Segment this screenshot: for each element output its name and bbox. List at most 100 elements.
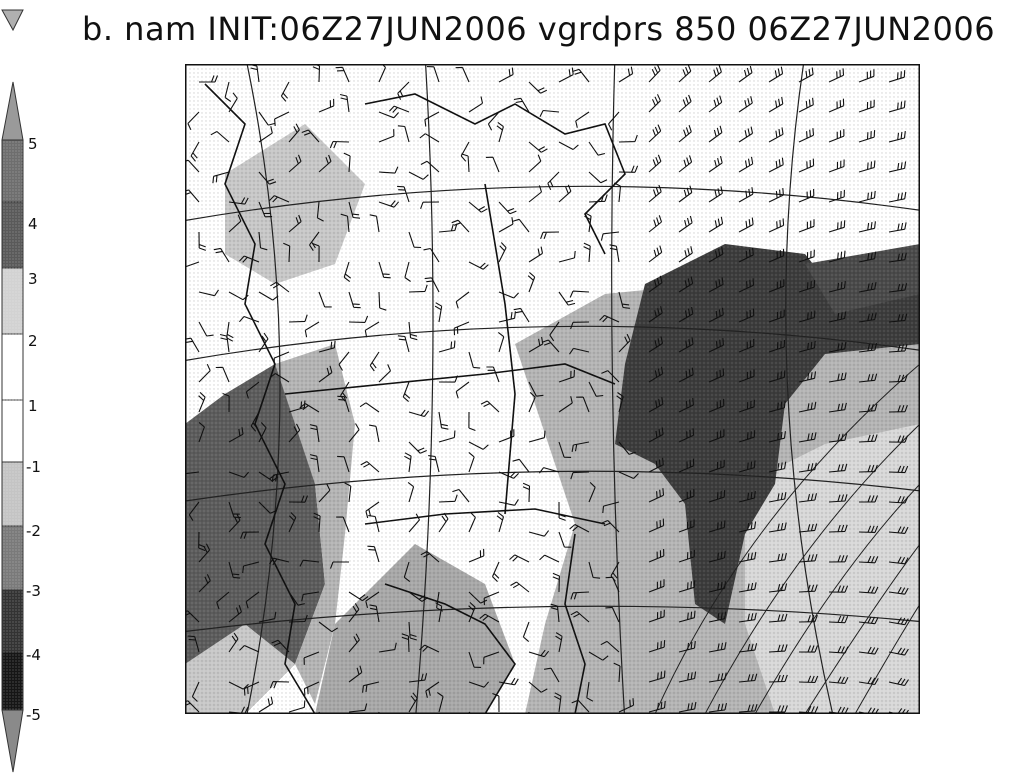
wind-barb	[258, 611, 277, 623]
wind-barb	[738, 582, 757, 593]
wind-barb	[213, 247, 230, 263]
wind-barb	[798, 523, 818, 533]
wind-barb	[888, 191, 907, 203]
wind-barb	[547, 171, 560, 191]
wind-barb	[312, 242, 320, 263]
wind-barb	[678, 185, 693, 203]
wind-barb	[768, 309, 785, 323]
wind-barb	[438, 375, 459, 383]
colorbar-lower-tip	[1, 709, 24, 773]
wind-barb	[588, 651, 609, 661]
wind-barb	[648, 64, 661, 83]
wind-barb	[798, 645, 819, 653]
wind-barb	[288, 154, 302, 173]
coastline	[564, 533, 586, 714]
wind-barb	[369, 604, 380, 623]
wind-barb	[571, 441, 590, 452]
wind-barb	[309, 424, 320, 443]
wind-barb	[428, 455, 440, 473]
contour-arc	[804, 543, 920, 714]
wind-barb	[539, 109, 560, 118]
wind-barb	[601, 370, 620, 383]
wind-barb	[510, 581, 530, 593]
wind-barb	[419, 133, 440, 143]
wind-barb	[708, 642, 727, 653]
wind-barb	[678, 94, 692, 113]
wind-barb	[185, 610, 200, 623]
wind-barb	[452, 488, 470, 503]
wind-barb	[828, 555, 848, 563]
wind-barb	[888, 556, 909, 565]
wind-barb	[486, 366, 500, 383]
wind-barb	[648, 457, 664, 473]
wind-barb	[404, 261, 411, 282]
wind-barb	[283, 242, 291, 263]
wind-barb	[301, 591, 320, 602]
wind-barb	[498, 471, 519, 479]
wind-barb	[378, 111, 400, 119]
wind-barb	[337, 395, 350, 413]
wind-barb	[258, 501, 277, 514]
border-line	[484, 183, 516, 515]
wind-barb	[678, 397, 694, 413]
wind-barb	[678, 125, 692, 143]
wind-barb	[483, 591, 500, 606]
wind-barb	[768, 492, 787, 503]
wind-barb	[318, 365, 333, 383]
wind-barb	[858, 586, 879, 594]
wind-barb	[438, 411, 449, 430]
wind-barb	[618, 291, 630, 309]
wind-barb	[348, 633, 360, 653]
wind-barb	[798, 158, 815, 173]
wind-barb	[608, 111, 620, 131]
wind-barb	[513, 97, 530, 113]
wind-barb	[888, 313, 908, 323]
wind-barb	[304, 321, 320, 338]
wind-barb	[369, 424, 380, 443]
wind-barb	[403, 561, 411, 583]
wind-barb	[368, 515, 380, 533]
wind-barb	[576, 396, 590, 413]
wind-barb	[288, 214, 302, 233]
wind-barb	[678, 367, 694, 383]
wind-barb	[828, 189, 845, 203]
wind-barb	[423, 247, 440, 263]
wind-barb	[618, 441, 636, 455]
wind-barb	[498, 217, 514, 233]
wind-barb	[798, 493, 818, 503]
wind-barb	[468, 261, 489, 270]
wind-barb	[798, 401, 817, 413]
wind-barb	[828, 250, 846, 263]
wind-barb	[228, 471, 250, 478]
wind-barb	[224, 81, 232, 102]
wind-barb	[338, 351, 350, 371]
wind-barb	[550, 603, 560, 623]
wind-barb	[570, 611, 590, 623]
wind-barb	[426, 66, 440, 83]
wind-barb	[600, 231, 620, 241]
wind-barb	[558, 369, 575, 383]
wind-barb	[555, 632, 563, 653]
border-line	[364, 508, 606, 525]
wind-barb	[858, 282, 877, 293]
wind-barb	[408, 673, 428, 683]
wind-barb	[436, 591, 443, 612]
wind-barb	[558, 396, 573, 413]
wind-barb	[738, 643, 758, 653]
wind-barb	[483, 651, 500, 665]
wind-barb	[239, 644, 260, 653]
wind-barb	[269, 195, 290, 203]
wind-barb	[678, 549, 695, 563]
wind-barb	[453, 321, 470, 336]
wind-barb	[198, 543, 211, 563]
wind-barb	[228, 605, 242, 623]
wind-barb	[859, 495, 879, 503]
wind-barb	[609, 244, 620, 263]
wind-barb	[408, 621, 417, 641]
colorbar-label: 2	[28, 332, 38, 350]
wind-barb	[348, 201, 361, 219]
wind-barb	[798, 371, 817, 383]
wind-barb	[228, 92, 238, 113]
wind-barb	[828, 68, 845, 83]
wind-barb	[616, 392, 624, 413]
